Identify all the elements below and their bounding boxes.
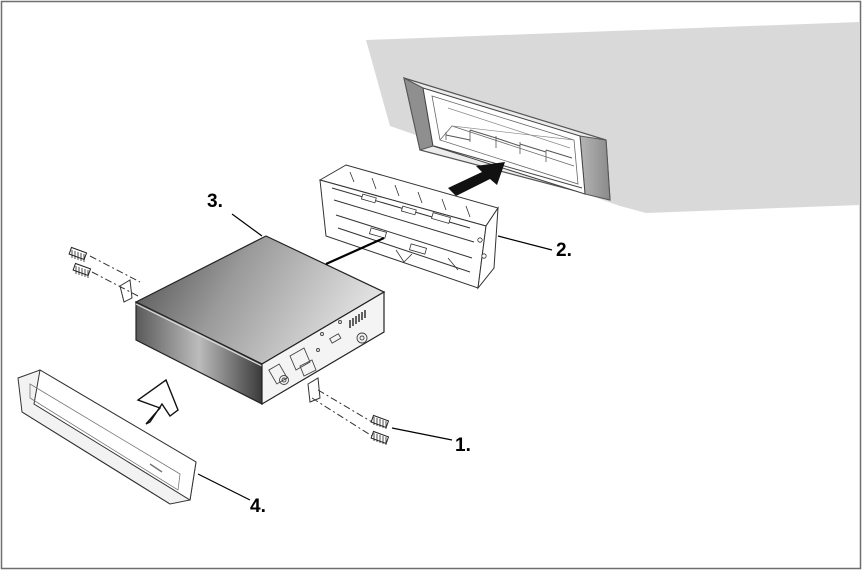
part-label-1: 1. [455, 435, 471, 456]
dashboard-panel [366, 22, 860, 213]
part-label-2: 2. [556, 240, 572, 261]
alignment-lines [89, 255, 373, 437]
bezel-trim [17, 369, 197, 505]
radio-unit [119, 235, 386, 406]
mounting-sleeve [318, 164, 499, 290]
connector-line [325, 236, 385, 266]
part-label-3: 3. [207, 191, 223, 212]
leader-lines [197, 213, 553, 501]
mount-arrow-icon [136, 378, 179, 425]
part-label-4: 4. [250, 496, 266, 517]
install-arrow-icon [448, 162, 505, 196]
screws-left [68, 246, 92, 278]
screws-right [370, 414, 390, 445]
